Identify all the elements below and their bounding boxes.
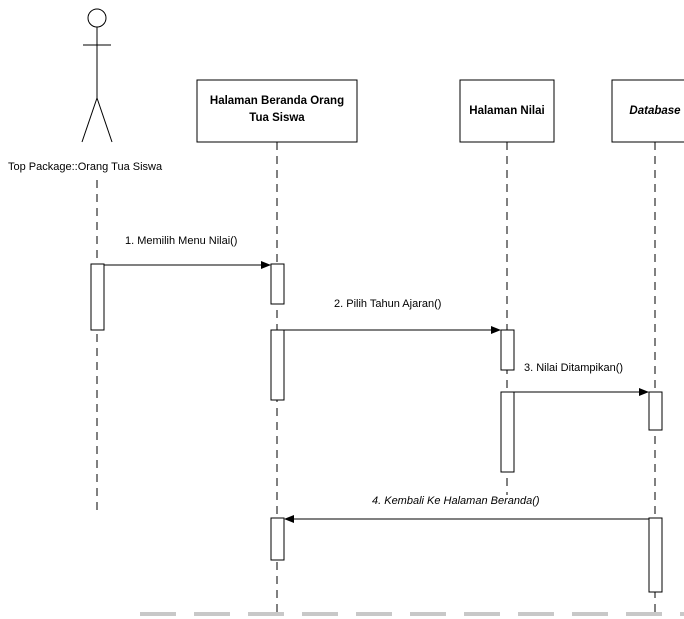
message-label-1: 1. Memilih Menu Nilai() xyxy=(125,235,237,247)
message-label-3: 3. Nilai Ditampikan() xyxy=(524,362,623,374)
activation-database-2 xyxy=(648,517,663,593)
activation-nilai-1 xyxy=(500,329,515,371)
activation-beranda-1 xyxy=(270,263,285,305)
actor-right-leg xyxy=(96,97,113,143)
actor-left-leg xyxy=(81,97,98,143)
lifeline-title-beranda-line2: Tua Siswa xyxy=(249,112,305,124)
lifeline-title-database: Database xyxy=(629,105,681,117)
actor-label: Top Package::Orang Tua Siswa xyxy=(8,161,163,173)
activation-database-1 xyxy=(648,391,663,431)
activation-beranda-2 xyxy=(270,329,285,401)
actor-figure xyxy=(81,8,113,143)
message-label-4: 4. Kembali Ke Halaman Beranda() xyxy=(372,495,540,507)
activation-nilai-2 xyxy=(500,391,515,473)
lifeline-box-nilai: Halaman Nilai xyxy=(459,79,555,143)
activation-beranda-3 xyxy=(270,517,285,561)
activation-actor xyxy=(90,263,105,331)
lifeline-box-beranda: Halaman Beranda Orang Tua Siswa xyxy=(196,79,358,143)
lifeline-title-beranda-line1: Halaman Beranda Orang xyxy=(210,95,344,107)
lifeline-title-nilai: Halaman Nilai xyxy=(469,105,544,117)
lifeline-box-database: Database xyxy=(611,79,684,143)
actor-head xyxy=(87,8,107,28)
message-label-2: 2. Pilih Tahun Ajaran() xyxy=(334,298,441,310)
